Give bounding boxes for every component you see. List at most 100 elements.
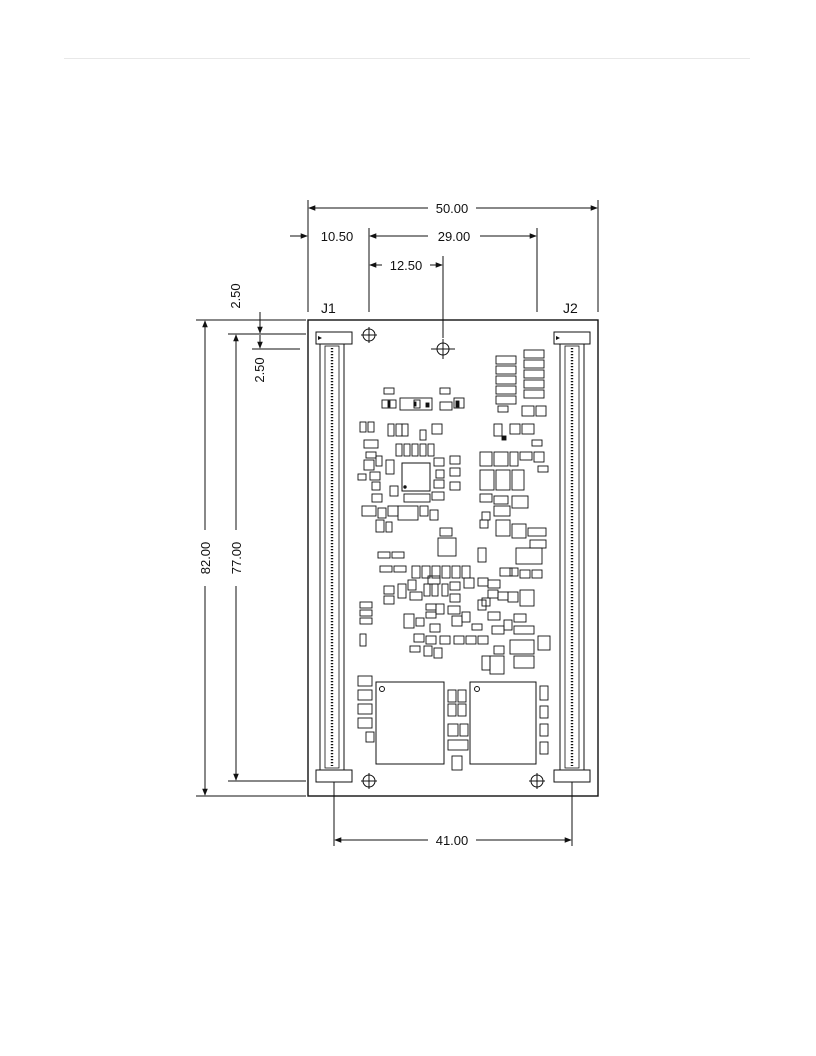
smd-component	[465, 635, 477, 645]
smd-component	[537, 635, 551, 651]
smd-component	[503, 619, 513, 631]
smd-component	[409, 645, 421, 653]
smd-component	[439, 635, 451, 645]
smd-component	[365, 731, 375, 743]
smd-component	[461, 611, 471, 623]
dimension-bottom-width-label: 41.00	[436, 833, 469, 848]
component-pad	[501, 435, 507, 441]
smd-component	[453, 397, 465, 409]
smd-component	[369, 471, 381, 481]
component-pad	[425, 402, 430, 408]
ic-chip-right	[469, 681, 537, 765]
smd-component	[497, 591, 509, 601]
smd-component	[429, 509, 439, 521]
smd-component	[479, 469, 495, 491]
smd-component	[447, 689, 457, 703]
smd-component	[419, 429, 427, 441]
connector-label-j2: J2	[563, 300, 578, 316]
smd-component	[357, 675, 373, 687]
smd-component	[383, 585, 395, 595]
smd-component	[523, 379, 545, 389]
smd-component	[511, 469, 525, 491]
connector-j2	[553, 331, 591, 783]
smd-component	[399, 397, 433, 411]
smd-component	[495, 385, 517, 395]
dimension-center-spacing-label: 29.00	[438, 229, 471, 244]
smd-component	[479, 519, 489, 529]
smd-component	[537, 465, 549, 473]
component-pad	[387, 400, 391, 408]
component-pad	[413, 401, 417, 407]
ic-chip-left	[375, 681, 445, 765]
smd-component	[449, 581, 461, 591]
smd-component	[431, 565, 441, 579]
smd-component	[375, 519, 385, 533]
smd-component	[519, 451, 533, 461]
smd-component	[359, 421, 367, 433]
smd-component	[481, 597, 491, 607]
smd-component	[409, 591, 423, 601]
ic-chip-center	[401, 462, 431, 492]
smd-component	[381, 399, 397, 409]
smd-component	[495, 469, 511, 491]
smd-component	[499, 567, 513, 577]
dimension-bottom-width	[333, 782, 573, 846]
smd-component	[377, 551, 391, 559]
smd-component	[453, 635, 465, 645]
smd-component	[395, 423, 403, 437]
components-area	[357, 349, 551, 771]
dimension-center-offset	[369, 256, 444, 338]
smd-component	[497, 405, 509, 413]
smd-component	[439, 401, 453, 411]
smd-component	[357, 703, 373, 715]
smd-component	[519, 589, 535, 607]
smd-component	[439, 527, 453, 537]
dimension-inner-height	[228, 333, 306, 782]
smd-component	[511, 495, 529, 509]
smd-component	[433, 457, 445, 467]
smd-component	[401, 423, 409, 437]
smd-component	[495, 355, 517, 365]
smd-component	[521, 405, 535, 417]
smd-component	[463, 577, 475, 589]
smd-component	[495, 365, 517, 375]
smd-component	[481, 511, 491, 521]
smd-component	[359, 609, 373, 617]
smd-component	[481, 655, 491, 671]
smd-component	[449, 455, 461, 465]
smd-component	[431, 583, 439, 597]
smd-component	[357, 473, 367, 481]
smd-component	[425, 635, 437, 645]
smd-component	[367, 421, 375, 433]
smd-component	[395, 443, 403, 457]
smd-component	[487, 611, 501, 621]
smd-component	[397, 505, 419, 521]
smd-component	[441, 583, 449, 597]
smd-component	[527, 527, 547, 537]
smd-component	[359, 633, 367, 647]
smd-component	[413, 633, 425, 643]
smd-component	[449, 593, 461, 603]
smd-component	[539, 723, 549, 737]
smd-component	[415, 617, 425, 627]
smd-component	[435, 603, 445, 615]
dimension-overall-width-label: 50.00	[436, 201, 469, 216]
smd-component	[479, 451, 493, 467]
smd-component	[493, 645, 505, 655]
smd-component	[419, 443, 427, 457]
smd-component	[403, 613, 415, 629]
smd-component	[459, 723, 469, 737]
connector-label-j1: J1	[321, 300, 336, 316]
smd-component	[423, 645, 433, 657]
smd-component	[431, 423, 443, 435]
smd-component	[377, 507, 387, 519]
smd-component	[429, 623, 441, 633]
mounting-hole-bottom-right	[529, 773, 545, 789]
smd-component	[447, 723, 459, 737]
smd-component	[495, 519, 511, 537]
smd-component	[519, 569, 531, 579]
smd-component	[511, 523, 527, 539]
smd-component	[383, 387, 395, 395]
smd-component	[359, 601, 373, 609]
